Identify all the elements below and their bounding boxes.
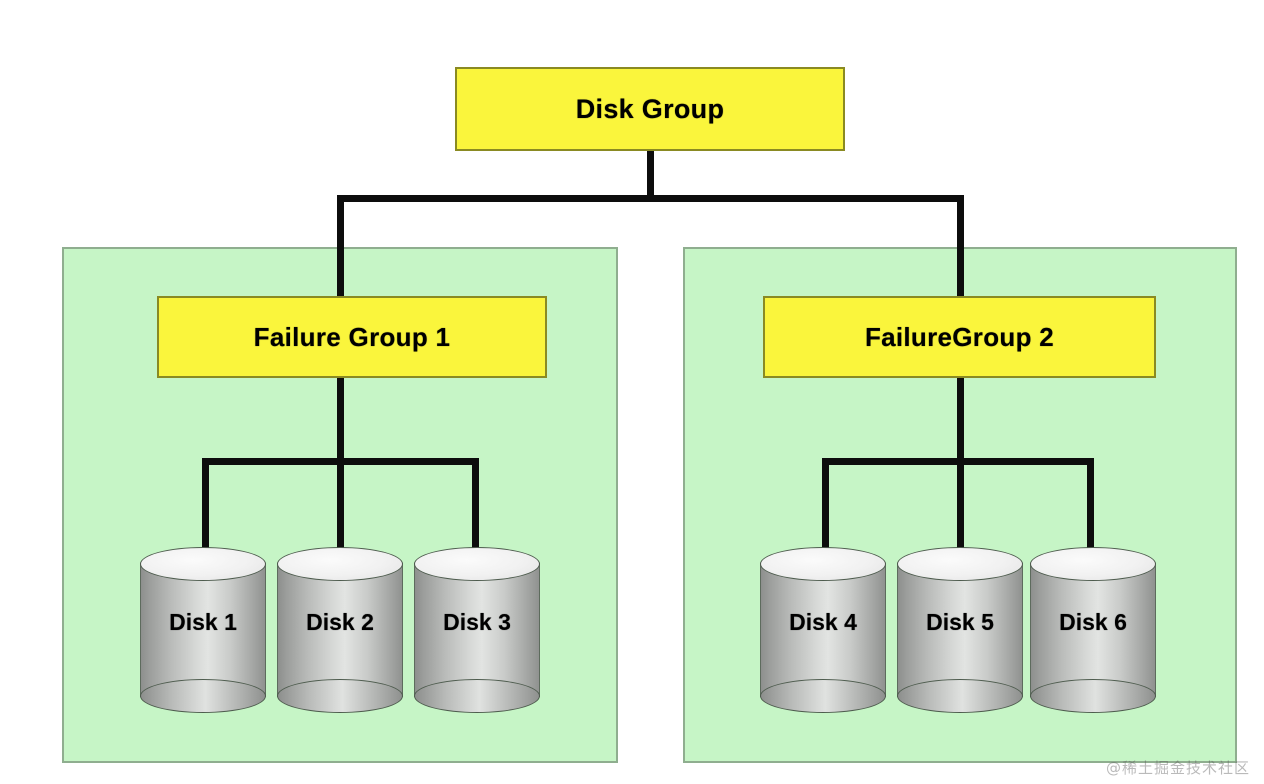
disk-group-label: Disk Group xyxy=(575,93,725,124)
failure-group-1-label: Failure Group 1 xyxy=(253,321,451,352)
disk-cylinder-2[interactable]: Disk 2 xyxy=(277,547,403,713)
cylinder-body-icon xyxy=(1030,563,1156,697)
connector-fg2-to-disk-4 xyxy=(822,458,829,558)
cylinder-bottom-icon xyxy=(1030,679,1156,713)
connector-fg2-stem xyxy=(957,376,964,556)
cylinder-top-icon xyxy=(897,547,1023,581)
disk-cylinder-1[interactable]: Disk 1 xyxy=(140,547,266,713)
connector-root-trunk xyxy=(647,149,654,201)
watermark: @稀土掘金技术社区 xyxy=(1105,759,1250,777)
cylinder-body-icon xyxy=(277,563,403,697)
disk-4-label: Disk 4 xyxy=(789,609,857,635)
failure-group-1-box[interactable]: Failure Group 1 xyxy=(157,296,547,378)
disk-cylinder-6[interactable]: Disk 6 xyxy=(1030,547,1156,713)
cylinder-bottom-icon xyxy=(414,679,540,713)
cylinder-top-icon xyxy=(760,547,886,581)
disk-5-label: Disk 5 xyxy=(926,609,994,635)
connector-fg2-bus xyxy=(822,458,1094,465)
disk-6-label: Disk 6 xyxy=(1059,609,1127,635)
disk-2-label: Disk 2 xyxy=(306,609,374,635)
cylinder-body-icon xyxy=(414,563,540,697)
cylinder-bottom-icon xyxy=(140,679,266,713)
connector-to-failure-group-1 xyxy=(337,195,344,299)
cylinder-body-icon xyxy=(140,563,266,697)
connector-root-bus xyxy=(337,195,964,202)
failure-group-2-label: FailureGroup 2 xyxy=(864,321,1055,352)
cylinder-bottom-icon xyxy=(760,679,886,713)
disk-cylinder-4[interactable]: Disk 4 xyxy=(760,547,886,713)
cylinder-top-icon xyxy=(1030,547,1156,581)
disk-1-label: Disk 1 xyxy=(169,609,237,635)
cylinder-top-icon xyxy=(140,547,266,581)
failure-group-2-box[interactable]: FailureGroup 2 xyxy=(763,296,1156,378)
disk-group-box[interactable]: Disk Group xyxy=(455,67,845,151)
disk-cylinder-3[interactable]: Disk 3 xyxy=(414,547,540,713)
connector-fg1-to-disk-1 xyxy=(202,458,209,558)
disk-cylinder-5[interactable]: Disk 5 xyxy=(897,547,1023,713)
connector-fg1-bus xyxy=(202,458,479,465)
disk-3-label: Disk 3 xyxy=(443,609,511,635)
cylinder-top-icon xyxy=(414,547,540,581)
cylinder-body-icon xyxy=(760,563,886,697)
connector-fg1-to-disk-3 xyxy=(472,458,479,558)
cylinder-bottom-icon xyxy=(897,679,1023,713)
connector-fg2-to-disk-6 xyxy=(1087,458,1094,558)
connector-to-failure-group-2 xyxy=(957,195,964,299)
cylinder-body-icon xyxy=(897,563,1023,697)
cylinder-top-icon xyxy=(277,547,403,581)
cylinder-bottom-icon xyxy=(277,679,403,713)
connector-fg1-stem xyxy=(337,376,344,556)
